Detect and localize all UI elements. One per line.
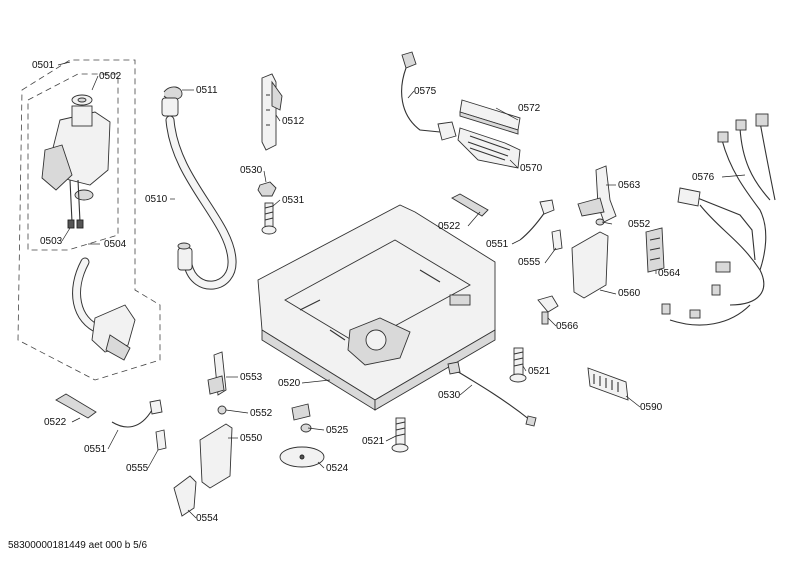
label-0502: 0502 bbox=[99, 71, 122, 82]
label-0510: 0510 bbox=[145, 194, 168, 205]
label-0564: 0564 bbox=[658, 268, 681, 279]
label-0551-right: 0551 bbox=[486, 239, 509, 250]
label-0550: 0550 bbox=[240, 433, 263, 444]
label-0570: 0570 bbox=[520, 163, 543, 174]
left-bottom-parts bbox=[55, 393, 167, 451]
label-0524: 0524 bbox=[326, 463, 349, 474]
label-0522-right: 0522 bbox=[438, 221, 461, 232]
label-0530-bottom: 0530 bbox=[438, 390, 461, 401]
label-0552-left: 0552 bbox=[250, 408, 273, 419]
label-0504: 0504 bbox=[104, 239, 127, 250]
label-0522-left: 0522 bbox=[44, 417, 67, 428]
label-0520: 0520 bbox=[278, 378, 301, 389]
left-bottom-brackets bbox=[173, 351, 325, 517]
panel-0572-0570 bbox=[457, 99, 521, 169]
screw-0530-0531 bbox=[257, 181, 277, 235]
label-0551-left: 0551 bbox=[84, 444, 107, 455]
label-0503: 0503 bbox=[40, 236, 63, 247]
bracket-0512 bbox=[261, 73, 283, 151]
wiring-harness-0576 bbox=[661, 113, 776, 326]
label-0560: 0560 bbox=[618, 288, 641, 299]
label-0552-right: 0552 bbox=[628, 219, 651, 230]
label-0511: 0511 bbox=[196, 85, 218, 96]
label-0501: 0501 bbox=[32, 60, 55, 71]
label-0521-right: 0521 bbox=[528, 366, 551, 377]
label-0572: 0572 bbox=[518, 103, 541, 114]
label-0553: 0553 bbox=[240, 372, 263, 383]
label-0566: 0566 bbox=[556, 321, 579, 332]
label-0555-left: 0555 bbox=[126, 463, 149, 474]
bracket-0563 bbox=[577, 165, 617, 226]
label-0530-top: 0530 bbox=[240, 165, 263, 176]
label-0575: 0575 bbox=[414, 86, 437, 97]
base-tub-0520 bbox=[257, 204, 496, 411]
label-0555-right: 0555 bbox=[518, 257, 541, 268]
document-code: 58300000181449 aet 000 b 5/6 bbox=[8, 540, 148, 551]
cable-0575 bbox=[401, 51, 457, 141]
group-0501-water-inlet bbox=[17, 59, 161, 381]
drain-hose-0510 bbox=[161, 86, 237, 290]
label-0531: 0531 bbox=[282, 195, 305, 206]
right-side-parts bbox=[451, 193, 665, 325]
label-0590: 0590 bbox=[640, 402, 663, 413]
screws-0521-cable-0530 bbox=[391, 347, 629, 453]
label-0525: 0525 bbox=[326, 425, 349, 436]
leader-lines bbox=[57, 61, 746, 519]
label-0554: 0554 bbox=[196, 513, 219, 524]
label-0521-bottom: 0521 bbox=[362, 436, 385, 447]
label-0512: 0512 bbox=[282, 116, 305, 127]
label-0563: 0563 bbox=[618, 180, 641, 191]
label-0576: 0576 bbox=[692, 172, 715, 183]
